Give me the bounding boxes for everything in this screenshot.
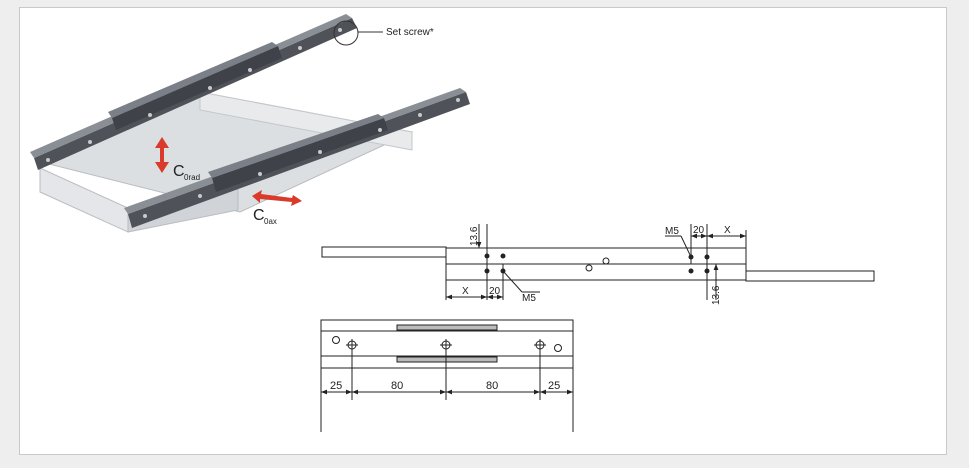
rail-left-carriage	[112, 46, 282, 130]
radial-force-arrow	[155, 137, 169, 173]
bottom-view-carriage-top	[396, 324, 498, 331]
dim-13-6-right: 13.6	[711, 285, 722, 305]
radial-force-subscript: 0rad	[184, 173, 200, 182]
figure-frame	[19, 7, 947, 455]
dim-80-left: 80	[391, 380, 403, 392]
radial-force-symbol: C	[173, 163, 185, 180]
dim-20-right: 20	[693, 225, 705, 236]
dim-20-left: 20	[489, 286, 501, 297]
dim-x-left: X	[462, 286, 469, 297]
top-view-hole-mid	[602, 257, 610, 265]
axial-force-symbol: C	[253, 207, 265, 224]
axial-force-subscript: 0ax	[264, 217, 277, 226]
slide-illustration: Set screw* C 0rad C 0ax	[30, 14, 470, 233]
bottom-view-drawing	[320, 319, 574, 432]
top-view-drawing	[321, 224, 875, 300]
rail-holes	[46, 28, 460, 218]
rail-right-carriage	[212, 118, 388, 192]
axial-force-arrow	[252, 190, 302, 206]
bottom-view-carriage-bottom	[396, 356, 498, 363]
thread-m5-right: M5	[665, 226, 679, 237]
set-screw-callout-circle	[333, 20, 359, 46]
dim-25-left: 25	[330, 380, 342, 392]
set-screw-label: Set screw*	[386, 27, 434, 38]
rail-right-carriage-top	[208, 114, 384, 178]
rail-left-carriage-top	[108, 42, 278, 118]
dim-80-right: 80	[486, 380, 498, 392]
top-view-set-screw	[585, 264, 593, 272]
dim-25-right: 25	[548, 380, 560, 392]
dim-13-6-left: 13.6	[469, 226, 480, 246]
bottom-view-hole-right-end	[554, 344, 562, 352]
bottom-view-hole-left-end	[332, 336, 340, 344]
top-view-right-extension	[745, 270, 875, 282]
top-view-left-extension	[321, 246, 447, 258]
top-view-dimension-labels: 13.6 X 20 M5 M5 20 X 13.6	[462, 225, 731, 305]
bottom-view-dimension-labels: 25 80 80 25	[330, 380, 560, 392]
thread-m5-left: M5	[522, 293, 536, 304]
dim-x-right: X	[724, 225, 731, 236]
bottom-view-body	[320, 319, 574, 369]
